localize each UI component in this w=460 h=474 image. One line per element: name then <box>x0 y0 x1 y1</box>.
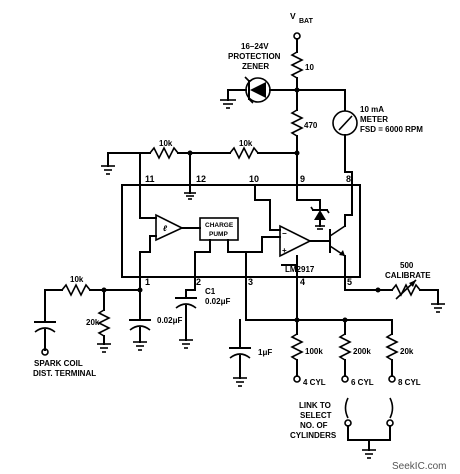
meter-fsd-label: FSD = 6000 RPM <box>360 125 423 134</box>
resistor-10-ohm <box>290 51 304 79</box>
op-amp: − + <box>279 224 312 258</box>
pin-3: 3 <box>248 277 253 287</box>
resistor-470-ohm <box>290 109 304 137</box>
resistor-470-value: 470 <box>304 121 318 130</box>
terminal-6cyl[interactable] <box>341 375 349 383</box>
zener-type-label: ZENER <box>242 62 269 71</box>
cyl-6-label: 6 CYL <box>351 378 374 387</box>
resistor-10k-b-value: 10k <box>239 139 253 148</box>
resistor-20k-cyl-value: 20k <box>400 347 414 356</box>
resistor-10k-input-value: 10k <box>70 275 84 284</box>
cylinder-select-link[interactable] <box>344 397 394 459</box>
meter-10ma <box>332 110 358 136</box>
zener-voltage-label: 16–24V <box>241 42 269 51</box>
terminal-4cyl[interactable] <box>293 375 301 383</box>
vbat-label: V <box>290 11 296 21</box>
cyl-4-label: 4 CYL <box>303 378 326 387</box>
calibrate-label: CALIBRATE <box>385 271 431 280</box>
pin-11: 11 <box>145 174 155 184</box>
resistor-200k <box>338 333 352 361</box>
ic-part-number: LM2917 <box>285 265 315 274</box>
spark-coil-input-capacitor <box>34 321 56 333</box>
input-label-2: DIST. TERMINAL <box>33 369 96 378</box>
zener-protection-label: PROTECTION <box>228 52 281 61</box>
resistor-10-ohm-value: 10 <box>305 63 314 72</box>
pin-10: 10 <box>249 174 259 184</box>
charge-pump-label-1: CHARGE <box>205 222 234 229</box>
capacitor-c1-name: C1 <box>205 287 216 296</box>
resistor-20k-value: 20k <box>86 318 100 327</box>
vbat-terminal: V BAT <box>290 11 314 40</box>
pin-9: 9 <box>300 174 305 184</box>
resistor-20k-cyl <box>385 333 399 361</box>
resistor-10k-a-value: 10k <box>159 139 173 148</box>
link-note-4: CYLINDERS <box>290 431 337 440</box>
terminal-8cyl[interactable] <box>388 375 396 383</box>
meter-current-label: 10 mA <box>360 105 384 114</box>
resistor-200k-value: 200k <box>353 347 371 356</box>
capacitor-1uf <box>229 347 251 359</box>
link-note-1: LINK TO <box>299 401 331 410</box>
calibrate-value: 500 <box>400 261 414 270</box>
pin-12: 12 <box>196 174 206 184</box>
resistor-10k-b <box>229 146 259 160</box>
resistor-10k-input <box>61 283 91 297</box>
capacitor-input-value: 0.02μF <box>157 316 182 325</box>
input-label-1: SPARK COIL <box>34 359 83 368</box>
charge-pump-block <box>199 217 239 241</box>
charge-pump-label-2: PUMP <box>209 231 228 238</box>
link-note-3: NO. OF <box>300 421 328 430</box>
input-comparator: ℓ <box>155 213 184 242</box>
cyl-8-label: 8 CYL <box>398 378 421 387</box>
vbat-subscript: BAT <box>299 18 314 25</box>
capacitor-input-002 <box>129 319 151 331</box>
pin-8: 8 <box>346 174 351 184</box>
output-transistor <box>329 225 346 257</box>
pin-4: 4 <box>300 277 305 287</box>
internal-zener <box>310 199 330 230</box>
capacitor-c1-value: 0.02μF <box>205 297 230 306</box>
resistor-20k-input <box>97 309 111 337</box>
pin-2: 2 <box>196 277 201 287</box>
resistor-10k-a <box>149 146 179 160</box>
svg-text:+: + <box>282 246 287 255</box>
link-note-2: SELECT <box>300 411 332 420</box>
svg-text:ℓ: ℓ <box>163 224 168 233</box>
watermark: SeekIC.com <box>392 461 446 472</box>
pin-1: 1 <box>145 277 150 287</box>
ic-lm2917-package <box>121 184 361 278</box>
svg-text:−: − <box>282 229 287 238</box>
capacitor-1uf-value: 1μF <box>258 348 272 357</box>
resistor-100k-value: 100k <box>305 347 323 356</box>
calibrate-pot-500 <box>391 283 421 297</box>
meter-name-label: METER <box>360 115 388 124</box>
protection-zener-diode <box>220 76 298 109</box>
resistor-100k <box>290 333 304 361</box>
pin-5: 5 <box>347 277 352 287</box>
capacitor-c1 <box>175 297 197 309</box>
